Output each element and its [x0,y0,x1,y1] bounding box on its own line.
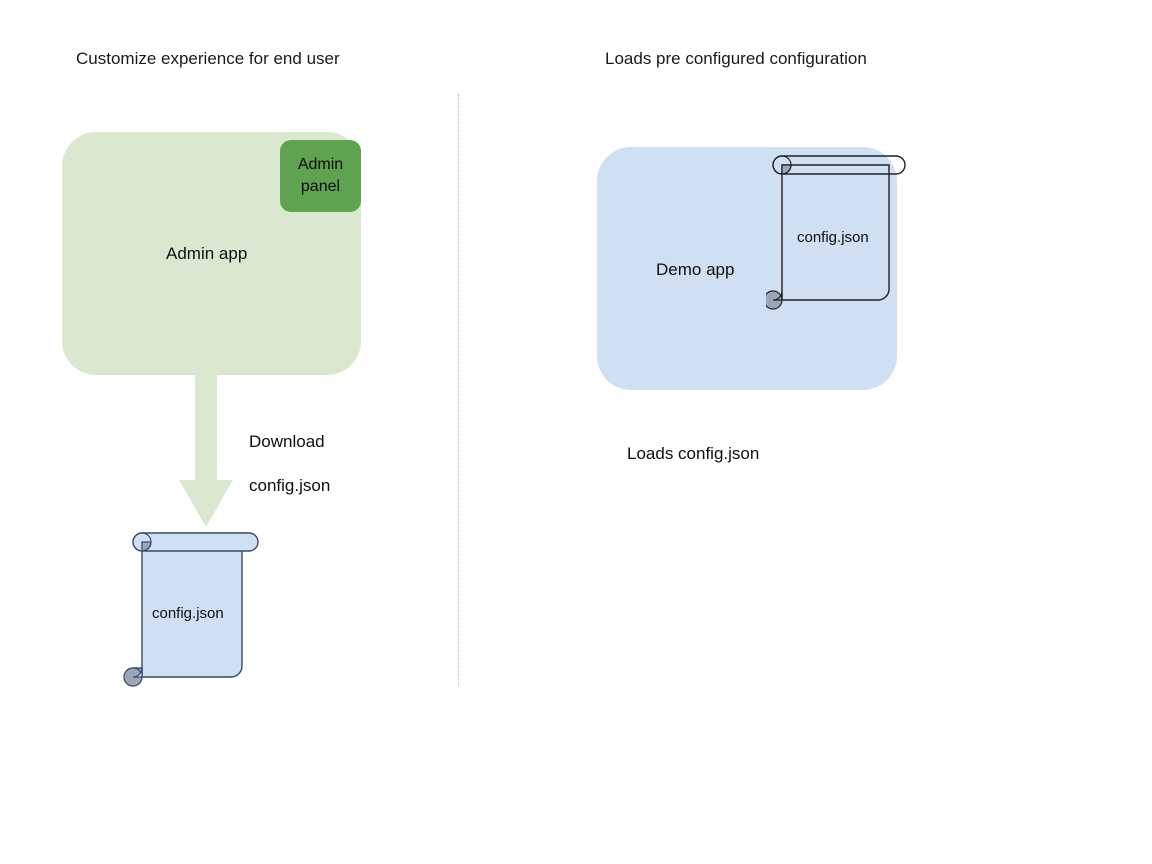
document-scroll-right-label: config.json [797,229,869,246]
demo-app-container [597,147,897,390]
download-arrow-caption: Download config.json [249,409,330,519]
down-arrow-icon [179,372,233,527]
download-caption-line1: Download [249,432,325,451]
admin-panel-box[interactable]: Admin panel [280,140,361,212]
demo-app-label: Demo app [656,260,735,279]
document-scroll-left-label: config.json [152,605,224,622]
loads-config-caption: Loads config.json [627,444,760,463]
right-section-title: Loads pre configured configuration [605,49,867,68]
section-divider [458,94,459,686]
admin-panel-label-line2: panel [300,178,341,195]
left-section-title: Customize experience for end user [76,49,340,68]
admin-app-label: Admin app [166,244,248,263]
download-caption-line2: config.json [249,476,331,495]
document-scroll-icon-right [766,155,906,310]
admin-panel-label: Admin panel [298,154,343,198]
admin-panel-label-line1: Admin [297,156,344,173]
document-scroll-icon-left [123,532,259,687]
